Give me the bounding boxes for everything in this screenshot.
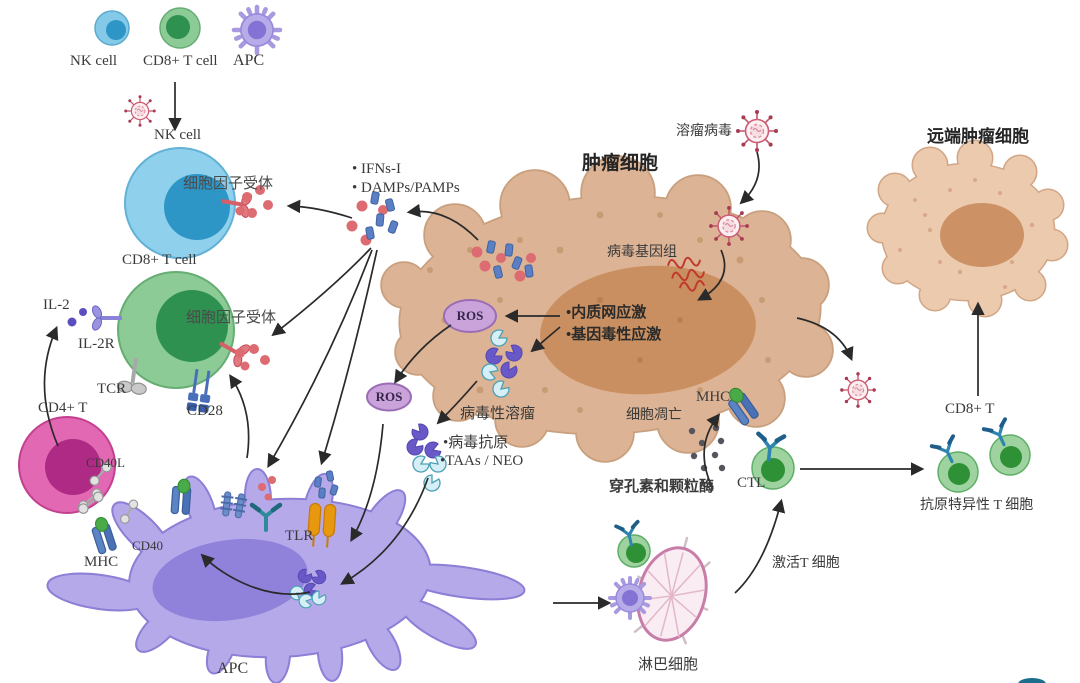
apoptosis-label: 细胞凋亡 — [626, 408, 682, 423]
cd40-label: CD40 — [132, 538, 164, 553]
ifns-label: • IFNs-I — [352, 161, 401, 177]
tumor-nucleus-speckles — [597, 297, 683, 363]
cytokine-dots-nk — [235, 185, 273, 218]
genotoxic-stress-label: •基因毒性应激 — [566, 327, 662, 343]
antigen-specific-t-label: 抗原特异性 T 细胞 — [920, 498, 1034, 513]
legend-cd8-cell-icon — [159, 7, 201, 49]
viral-oncolysis-label: 病毒性溶瘤 — [460, 406, 536, 422]
lymphocyte-label: 淋巴细胞 — [638, 657, 699, 673]
apc-cell — [44, 467, 528, 683]
apc-signal-particles — [258, 470, 339, 501]
perforin-granzyme-label: 穿孔素和颗粒酶 — [609, 479, 715, 495]
apc-label: APC — [217, 660, 249, 677]
tumor-speckles — [427, 211, 771, 417]
distant-tumor-label: 远端肿瘤细胞 — [927, 127, 1029, 146]
il2r-label: IL-2R — [78, 336, 115, 352]
tlr-label: TLR — [285, 528, 314, 544]
taas-neo-label: •TAAs / NEO — [440, 453, 524, 469]
mhc-apc-label: MHC — [84, 554, 119, 570]
ros-label-2: ROS — [375, 389, 403, 404]
nk-cytokine-receptor-label: 细胞因子受体 — [183, 176, 274, 192]
nk-cell — [124, 147, 236, 259]
tumor-cell-label: 肿瘤细胞 — [582, 153, 659, 174]
cd8-cytokine-receptor-label: 细胞因子受体 — [186, 310, 277, 326]
viral-genome-icon — [667, 256, 705, 292]
cd40l-label: CD40L — [86, 455, 125, 470]
legend-cd8-label: CD8+ T cell — [143, 53, 218, 69]
lymph-t-cell — [614, 519, 651, 568]
distant-tumor-nucleus — [940, 203, 1024, 267]
il2-dots — [67, 308, 87, 327]
nk-cell-label: NK cell — [154, 127, 202, 143]
ros-label-1: ROS — [456, 308, 484, 323]
legend-nk-label: NK cell — [70, 53, 118, 69]
damps-label: • DAMPs/PAMPs — [352, 180, 460, 196]
il2-label: IL-2 — [43, 297, 70, 313]
flow-arrows — [43, 82, 985, 610]
cd8-cell-label: CD8+ T cell — [122, 252, 197, 268]
corner-artifact — [1018, 678, 1046, 683]
oncolytic-virus-label: 溶瘤病毒 — [676, 124, 732, 139]
legend-apc-label: APC — [233, 52, 265, 69]
apc-nucleus — [152, 538, 308, 622]
antigen-specific-t-cell-2 — [981, 417, 1031, 476]
ifn-damp-cluster — [346, 191, 399, 246]
viral-genome-label: 病毒基因组 — [607, 245, 677, 260]
lymph-node — [633, 536, 711, 645]
er-stress-label: •内质网应激 — [566, 305, 647, 321]
antigen-specific-t-cell-1 — [929, 434, 979, 493]
cd8-t-cell — [117, 271, 235, 389]
mhc-tumor-label: MHC — [696, 389, 731, 405]
cd8t-right-label: CD8+ T — [945, 401, 995, 417]
activate-t-label: 激活T 细胞 — [772, 556, 840, 571]
ros-oval-2 — [366, 382, 412, 412]
viral-antigen-label: •病毒抗原 — [443, 435, 509, 451]
ctl-label: CTL — [737, 475, 766, 491]
distant-tumor-cell — [866, 139, 1069, 318]
ros-oval-1 — [443, 299, 497, 333]
ctl-cell — [751, 434, 795, 490]
distant-tumor-speckles — [898, 178, 1035, 289]
cd4-t-cell — [18, 416, 116, 514]
tcr-label: TCR — [97, 381, 127, 397]
legend-nk-cell-icon — [94, 10, 130, 46]
cytokine-dots-cd8 — [235, 344, 270, 371]
tumor-damp-cluster — [471, 240, 536, 282]
cd4t-label: CD4+ T — [38, 400, 88, 416]
cd28-label: CD28 — [187, 403, 223, 419]
